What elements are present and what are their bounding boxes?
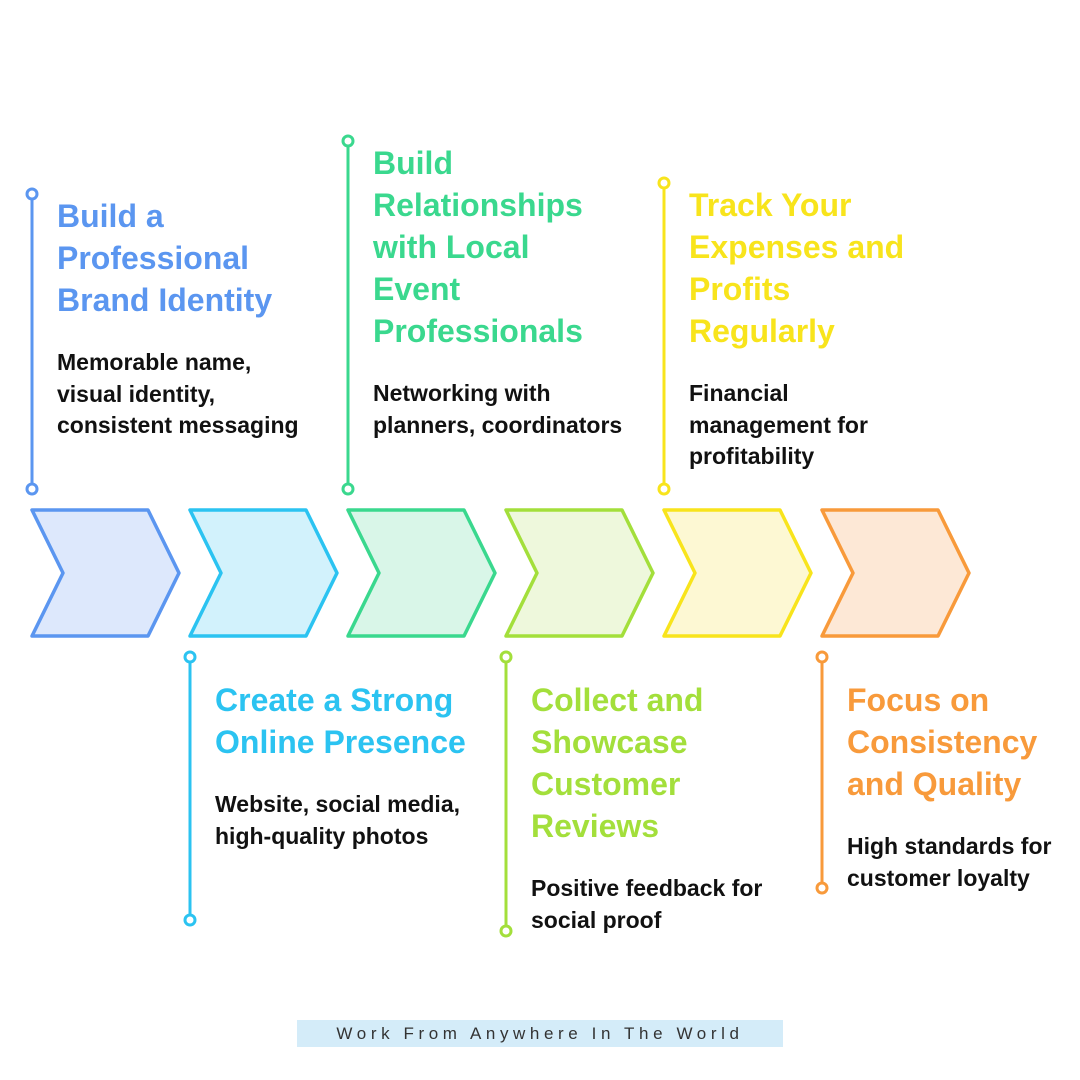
chevron-step-3 (346, 508, 497, 638)
step-5-description: Financial management for profitability (689, 380, 868, 469)
step-1-text: Build a Professional Brand Identity Memo… (57, 195, 317, 442)
step-3-title: Build Relationships with Local Event Pro… (373, 145, 583, 349)
step-4-title: Collect and Showcase Customer Reviews (531, 682, 704, 844)
step-6-text: Focus on Consistency and Quality High st… (847, 679, 1075, 894)
connector-step-4 (499, 650, 513, 938)
connector-step-3 (341, 134, 355, 496)
chevron-step-1 (30, 508, 181, 638)
footer-banner: Work From Anywhere In The World (297, 1020, 783, 1047)
step-6-description: High standards for customer loyalty (847, 833, 1052, 891)
connector-step-5 (657, 176, 671, 496)
chevron-step-6 (820, 508, 971, 638)
step-1-title: Build a Professional Brand Identity (57, 198, 273, 318)
step-4-text: Collect and Showcase Customer Reviews Po… (531, 679, 771, 936)
connector-step-1 (25, 187, 39, 496)
step-2-title: Create a Strong Online Presence (215, 682, 466, 760)
step-6-title: Focus on Consistency and Quality (847, 682, 1038, 802)
connector-step-6 (815, 650, 829, 895)
connector-step-2 (183, 650, 197, 927)
chevron-step-2 (188, 508, 339, 638)
step-1-description: Memorable name, visual identity, consist… (57, 349, 299, 438)
chevron-step-5 (662, 508, 813, 638)
step-5-text: Track Your Expenses and Profits Regularl… (689, 184, 929, 473)
step-3-description: Networking with planners, coordinators (373, 380, 623, 438)
step-3-text: Build Relationships with Local Event Pro… (373, 142, 623, 441)
step-5-title: Track Your Expenses and Profits Regularl… (689, 187, 905, 349)
step-4-description: Positive feedback for social proof (531, 875, 763, 933)
step-2-description: Website, social media, high-quality phot… (215, 791, 461, 849)
chevron-step-4 (504, 508, 655, 638)
step-2-text: Create a Strong Online Presence Website,… (215, 679, 477, 852)
